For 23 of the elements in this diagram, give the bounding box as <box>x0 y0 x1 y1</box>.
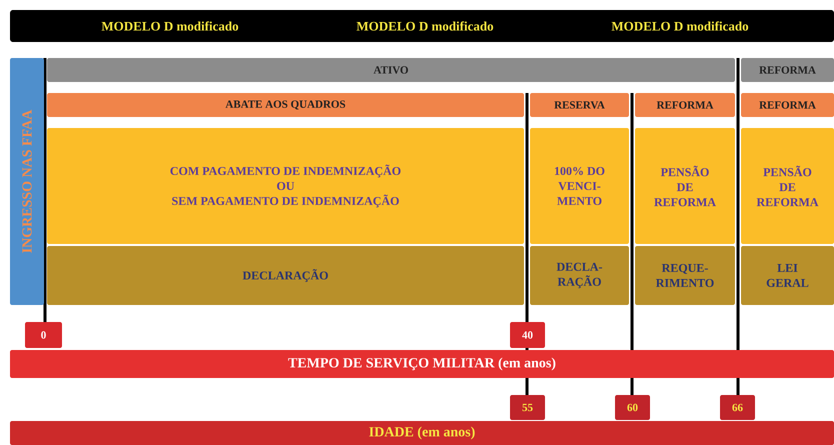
benefit-box: PENSÃO DE REFORMA <box>635 128 735 244</box>
tick-box: 0 <box>25 322 62 348</box>
status-bar: ATIVO <box>47 58 735 82</box>
benefit-box: 100% DO VENCI- MENTO <box>530 128 629 244</box>
phase-bar: RESERVA <box>530 93 629 117</box>
phase-bar: ABATE AOS QUADROS <box>47 93 524 117</box>
phase-bar: REFORMA <box>635 93 735 117</box>
status-bar: REFORMA <box>741 58 834 82</box>
basis-box: LEI GERAL <box>741 246 834 305</box>
tick-box: 55 <box>510 395 545 420</box>
banner: MODELO D modificado MODELO D modificado MODELO D modificado <box>10 10 834 42</box>
phase-bar: REFORMA <box>741 93 834 117</box>
benefit-box: PENSÃO DE REFORMA <box>741 128 834 244</box>
basis-box: REQUE- RIMENTO <box>635 246 735 305</box>
basis-box: DECLARAÇÃO <box>47 246 524 305</box>
tick-box: 40 <box>510 322 545 348</box>
tick-box: 66 <box>720 395 755 420</box>
timeline-bar: IDADE (em anos) <box>10 421 834 445</box>
benefit-box: COM PAGAMENTO DE INDEMNIZAÇÃO OU SEM PAGAMENTO DE INDEMNIZAÇÃO <box>47 128 524 244</box>
timeline-bar: TEMPO DE SERVIÇO MILITAR (em anos) <box>10 350 834 378</box>
tick-box: 60 <box>615 395 650 420</box>
vertical-band: INGRESSO NAS FFAA <box>10 58 44 305</box>
basis-box: DECLA- RAÇÃO <box>530 246 629 305</box>
